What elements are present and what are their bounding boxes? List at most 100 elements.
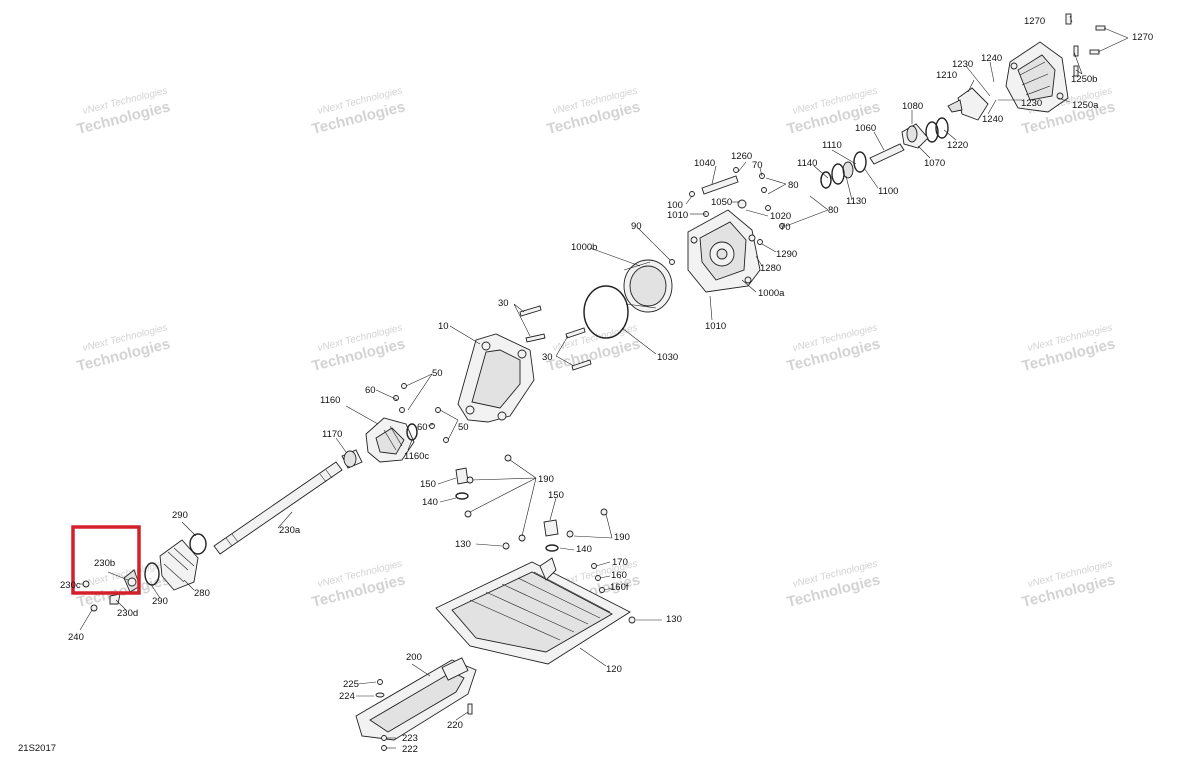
label-1000a[interactable]: 1000a bbox=[758, 288, 785, 299]
label-280[interactable]: 280 bbox=[194, 588, 210, 599]
label-225[interactable]: 225 bbox=[343, 679, 359, 690]
label-1250b[interactable]: 1250b bbox=[1071, 74, 1097, 85]
label-1270[interactable]: 1270 bbox=[1024, 16, 1045, 27]
label-160f[interactable]: 160f bbox=[610, 582, 629, 593]
label-50[interactable]: 50 bbox=[432, 368, 443, 379]
clamp-290-lower[interactable] bbox=[144, 562, 160, 586]
label-1240[interactable]: 1240 bbox=[981, 53, 1002, 64]
label-190[interactable]: 190 bbox=[538, 474, 554, 485]
label-1250a[interactable]: 1250a bbox=[1072, 100, 1099, 111]
label-150[interactable]: 150 bbox=[420, 479, 436, 490]
label-1160[interactable]: 1160 bbox=[320, 395, 340, 406]
pump-pin-1040[interactable] bbox=[701, 175, 739, 195]
label-200[interactable]: 200 bbox=[406, 652, 422, 663]
label-120[interactable]: 120 bbox=[606, 664, 622, 675]
clamp-290-upper[interactable] bbox=[189, 533, 207, 555]
label-1000b[interactable]: 1000b bbox=[571, 242, 597, 253]
small-hardware-upper[interactable] bbox=[669, 167, 785, 265]
label-1010[interactable]: 1010 bbox=[667, 210, 688, 221]
label-80[interactable]: 80 bbox=[788, 180, 799, 191]
label-80[interactable]: 80 bbox=[828, 205, 839, 216]
label-230c[interactable]: 230c bbox=[60, 580, 81, 591]
label-130[interactable]: 130 bbox=[455, 539, 471, 550]
label-1220[interactable]: 1220 bbox=[947, 140, 968, 151]
highlight-box bbox=[71, 525, 141, 595]
label-1020[interactable]: 1020 bbox=[770, 211, 791, 222]
label-50[interactable]: 50 bbox=[458, 422, 469, 433]
label-1280[interactable]: 1280 bbox=[760, 263, 781, 274]
label-290[interactable]: 290 bbox=[152, 596, 168, 607]
label-1070[interactable]: 1070 bbox=[924, 158, 945, 169]
label-1110[interactable]: 1110 bbox=[822, 140, 842, 151]
label-70[interactable]: 70 bbox=[780, 222, 791, 233]
label-60[interactable]: 60 bbox=[365, 385, 376, 396]
label-1080[interactable]: 1080 bbox=[902, 101, 923, 112]
label-140[interactable]: 140 bbox=[422, 497, 438, 508]
label-170[interactable]: 170 bbox=[612, 557, 628, 568]
label-90[interactable]: 90 bbox=[631, 221, 642, 232]
label-70[interactable]: 70 bbox=[752, 160, 763, 171]
label-230d[interactable]: 230d bbox=[117, 608, 138, 619]
label-1290[interactable]: 1290 bbox=[776, 249, 797, 260]
venturi-nozzle[interactable] bbox=[1005, 41, 1069, 113]
label-1210[interactable]: 1210 bbox=[936, 70, 957, 81]
label-240[interactable]: 240 bbox=[68, 632, 84, 643]
label-30[interactable]: 30 bbox=[542, 352, 553, 363]
pump-support-10[interactable] bbox=[457, 333, 535, 423]
label-1240[interactable]: 1240 bbox=[982, 114, 1003, 125]
studs-30[interactable] bbox=[519, 305, 592, 371]
label-1230[interactable]: 1230 bbox=[952, 59, 973, 70]
label-100[interactable]: 100 bbox=[667, 200, 683, 211]
wear-ring-1070[interactable] bbox=[901, 123, 929, 149]
impeller-housing-cone[interactable] bbox=[947, 87, 989, 121]
intake-grate-120[interactable] bbox=[435, 557, 631, 665]
label-1140[interactable]: 1140 bbox=[797, 158, 817, 169]
watermark: vNext Technologies Technologies bbox=[75, 85, 172, 138]
label-1260[interactable]: 1260 bbox=[731, 151, 752, 162]
label-224[interactable]: 224 bbox=[339, 691, 355, 702]
label-1130[interactable]: 1130 bbox=[846, 196, 866, 207]
drive-shaft-230a[interactable] bbox=[213, 461, 343, 555]
nozzle-screws[interactable] bbox=[1065, 13, 1106, 77]
bearing-set-1110[interactable] bbox=[820, 151, 867, 189]
intake-hardware[interactable] bbox=[455, 454, 636, 624]
o-rings-1220[interactable] bbox=[925, 117, 949, 143]
label-1010[interactable]: 1010 bbox=[705, 321, 726, 332]
impeller-1160[interactable] bbox=[365, 417, 415, 463]
label-223[interactable]: 223 bbox=[402, 733, 418, 744]
pump-liner-1000b[interactable] bbox=[623, 259, 673, 313]
label-30[interactable]: 30 bbox=[498, 298, 509, 309]
label-290[interactable]: 290 bbox=[172, 510, 188, 521]
sleeve-1170[interactable] bbox=[341, 449, 363, 469]
ride-plate-200[interactable] bbox=[355, 657, 477, 741]
label-1100[interactable]: 1100 bbox=[878, 186, 898, 197]
label-160[interactable]: 160 bbox=[611, 570, 627, 581]
label-1170[interactable]: 1170 bbox=[322, 429, 342, 440]
boot-280[interactable] bbox=[159, 539, 199, 591]
label-1040[interactable]: 1040 bbox=[694, 158, 715, 169]
o-ring-1030[interactable] bbox=[583, 285, 629, 339]
label-60[interactable]: 60 bbox=[417, 422, 428, 433]
label-1270[interactable]: 1270 bbox=[1132, 32, 1153, 43]
label-1060[interactable]: 1060 bbox=[855, 123, 876, 134]
label-230a[interactable]: 230a bbox=[279, 525, 301, 536]
label-140[interactable]: 140 bbox=[576, 544, 592, 555]
pump-housing[interactable] bbox=[687, 209, 761, 293]
label-230b[interactable]: 230b bbox=[94, 558, 115, 569]
label-222[interactable]: 222 bbox=[402, 744, 418, 755]
label-190[interactable]: 190 bbox=[614, 532, 630, 543]
watermark: vNext Technologies Technologies bbox=[1020, 558, 1117, 611]
label-1030[interactable]: 1030 bbox=[657, 352, 678, 363]
label-10[interactable]: 10 bbox=[438, 321, 449, 332]
label-130[interactable]: 130 bbox=[666, 614, 682, 625]
label-1160c[interactable]: 1160c bbox=[404, 451, 429, 462]
label-1050[interactable]: 1050 bbox=[711, 197, 732, 208]
leader-lines bbox=[79, 15, 1129, 749]
label-150[interactable]: 150 bbox=[548, 490, 564, 501]
watermark: vNext Technologies Technologies bbox=[545, 85, 642, 138]
shaft-1060[interactable] bbox=[869, 143, 905, 165]
watermark-grid: vNext Technologies Technologies vNext Te… bbox=[75, 85, 1117, 611]
label-1230[interactable]: 1230 bbox=[1021, 98, 1042, 109]
label-220[interactable]: 220 bbox=[447, 720, 463, 731]
